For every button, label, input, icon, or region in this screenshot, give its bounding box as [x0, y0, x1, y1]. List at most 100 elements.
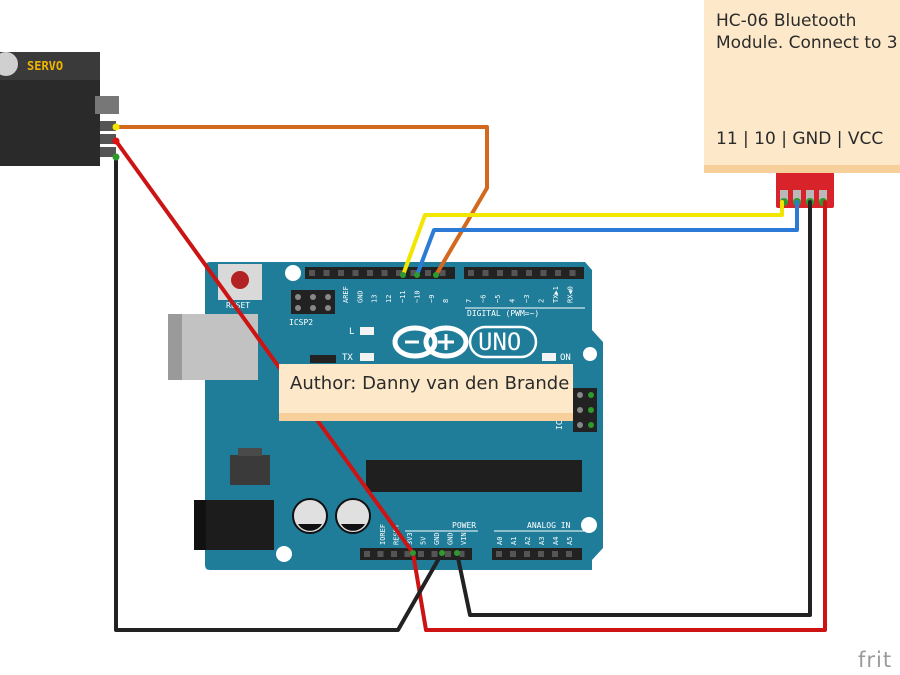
header-pin	[569, 270, 576, 276]
uno-logo-text: UNO	[478, 328, 521, 356]
pin-label: A0	[496, 537, 504, 545]
bluetooth-note-pins: 11 | 10 | GND | VCC	[716, 129, 884, 149]
header-pin	[526, 270, 532, 276]
led-on-label: ON	[560, 353, 571, 363]
pin-label: 5V	[420, 536, 428, 545]
pin-label: 2	[538, 299, 546, 303]
pin-label: A2	[524, 537, 532, 545]
servo-horn-icon	[0, 52, 18, 76]
header-pin	[309, 270, 315, 276]
header-pin	[425, 270, 431, 276]
wire-black-bt	[455, 200, 812, 617]
wire-red-servo	[114, 139, 415, 555]
capacitor	[292, 498, 328, 534]
header-pin	[404, 551, 411, 557]
servo-motor: SERVO	[0, 52, 119, 166]
pin-label: GND	[356, 290, 364, 303]
pin-label: 4	[509, 299, 517, 303]
header-pin	[496, 551, 502, 557]
header-pin	[511, 270, 518, 276]
pin-label: 8	[442, 299, 450, 303]
led-l-label: L	[349, 327, 354, 337]
pin-label: 3V3	[406, 532, 414, 545]
header-pin	[497, 270, 503, 276]
usb-port	[168, 314, 258, 380]
header-pin	[364, 551, 370, 557]
pin-label: IOREF	[379, 524, 387, 545]
author-text: Author: Danny van den Brande	[290, 373, 570, 394]
header-pin	[524, 551, 530, 557]
header-pin	[338, 270, 344, 276]
author-note: Author: Danny van den Brande	[279, 364, 573, 421]
atmega-chip	[366, 460, 582, 492]
header-pin	[396, 270, 402, 276]
pin-label: A3	[538, 537, 546, 545]
bluetooth-note-line1: HC-06 Bluetooth	[716, 11, 857, 31]
power-jack	[194, 500, 274, 550]
header-pin	[566, 551, 572, 557]
bluetooth-note-line2: Module. Connect to 3	[716, 33, 898, 53]
pin-label: 12	[385, 295, 393, 303]
header-pin	[510, 551, 516, 557]
led-l	[360, 327, 374, 335]
mount-hole	[285, 265, 301, 281]
wire-orange	[114, 125, 489, 277]
pin-label: TX▶1	[552, 286, 560, 303]
pin-label: ~6	[480, 295, 488, 303]
analog-label: ANALOG IN	[527, 521, 571, 530]
header-pin	[552, 551, 558, 557]
led-on	[542, 353, 556, 361]
pin-label: 7	[465, 299, 473, 303]
fritzing-watermark: frit	[858, 648, 893, 672]
header-pin	[410, 270, 417, 276]
wire-black-servo	[114, 155, 444, 632]
wire-yellow	[401, 200, 784, 277]
pin-label: A1	[510, 537, 518, 545]
mount-hole	[583, 347, 597, 361]
bluetooth-connector	[776, 172, 834, 208]
pin-label: ~10	[414, 290, 422, 303]
header-pin	[418, 551, 424, 557]
icsp-header	[573, 388, 597, 432]
icsp2-header	[291, 290, 335, 314]
header-pin	[431, 551, 438, 557]
digital-label: DIGITAL (PWM=~)	[467, 309, 539, 318]
reset-label: RESET	[226, 301, 250, 310]
pin-label: VIN	[460, 532, 468, 545]
led-tx-label: TX	[342, 353, 353, 363]
header-pin	[468, 270, 474, 276]
header-pin	[538, 551, 544, 557]
arduino-logo-icon	[392, 325, 469, 359]
led-tx	[360, 353, 374, 361]
pin-label: GND	[447, 532, 455, 545]
capacitor	[335, 498, 371, 534]
header-pin	[377, 551, 384, 557]
bluetooth-note: HC-06 Bluetooth Module. Connect to 3 11 …	[704, 0, 900, 173]
header-pin	[482, 270, 489, 276]
uno-badge	[468, 325, 538, 359]
header-pin	[445, 551, 451, 557]
pin-label: AREF	[342, 286, 350, 303]
header-pin	[439, 270, 446, 276]
header-pin	[458, 551, 465, 557]
pin-label: A4	[552, 537, 560, 545]
voltage-regulator	[230, 455, 270, 485]
digital-header-right	[464, 267, 584, 279]
pin-label: RESET	[393, 523, 401, 545]
mount-hole	[276, 546, 292, 562]
smd-chip	[310, 355, 336, 363]
icsp2-label: ICSP2	[289, 318, 313, 327]
header-pin	[381, 270, 388, 276]
pin-label: ~9	[428, 295, 436, 303]
header-pin	[352, 270, 359, 276]
servo-label: SERVO	[27, 59, 63, 73]
header-pin	[323, 270, 330, 276]
wire-blue	[415, 200, 799, 277]
header-pin	[555, 270, 561, 276]
header-pin	[367, 270, 373, 276]
pin-label: ~11	[399, 290, 407, 303]
mount-hole	[581, 517, 597, 533]
pin-label: GND	[433, 532, 441, 545]
pin-label: 13	[371, 295, 379, 303]
pin-label: ~3	[523, 295, 531, 303]
